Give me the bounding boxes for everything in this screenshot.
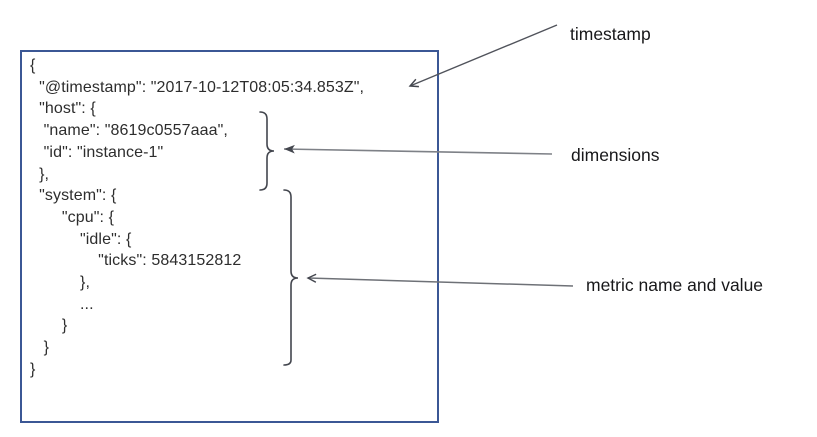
metric-document-box: { "@timestamp": "2017-10-12T08:05:34.853… <box>20 50 439 423</box>
label-metric-name-and-value: metric name and value <box>586 275 764 295</box>
label-timestamp: timestamp <box>570 24 651 44</box>
label-dimensions: dimensions <box>571 145 660 165</box>
json-code-block: { "@timestamp": "2017-10-12T08:05:34.853… <box>30 57 365 378</box>
